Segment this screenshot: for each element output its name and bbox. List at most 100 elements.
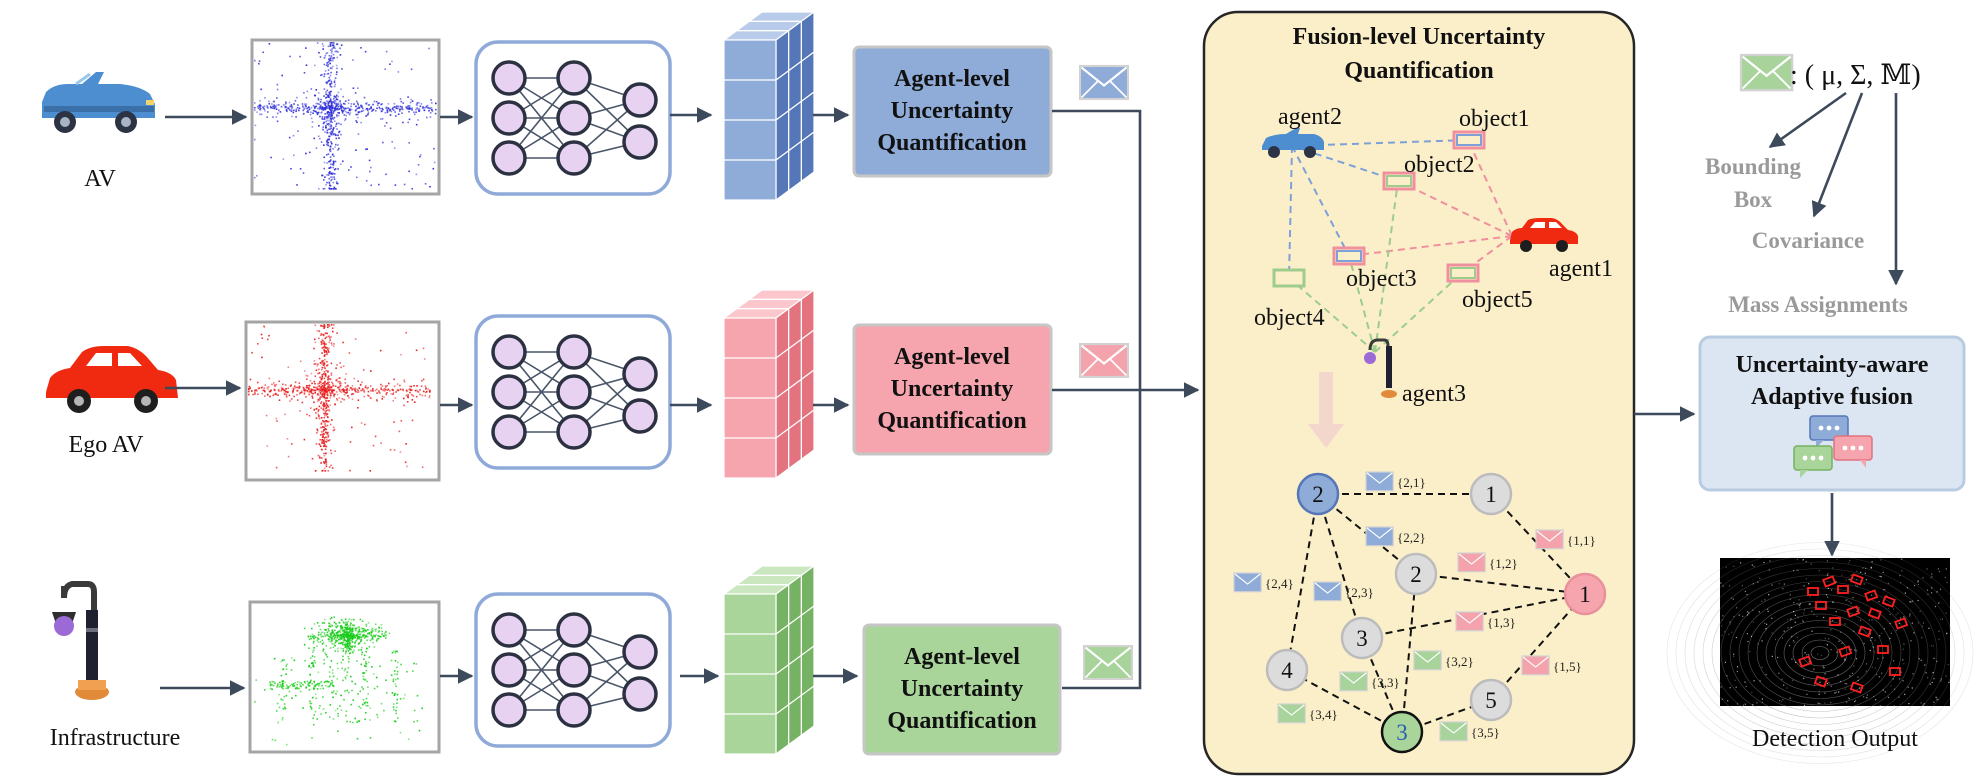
edge-label: {3,2} xyxy=(1413,650,1474,671)
edge-label: {1,1} xyxy=(1535,529,1596,550)
envelope-icon xyxy=(1277,703,1306,724)
edge-label: {1,5} xyxy=(1521,655,1582,676)
adaptive-line: Adaptive fusion xyxy=(1751,384,1913,410)
agent3-lamp-icon xyxy=(1364,338,1397,398)
envelope-icon xyxy=(1078,64,1130,101)
point-cloud-image xyxy=(244,320,441,482)
envelope-icon xyxy=(1455,611,1484,632)
envelope-icon xyxy=(1521,655,1550,676)
object-name: object4 xyxy=(1254,305,1325,331)
feature-map-cube xyxy=(722,564,816,756)
transition-arrow xyxy=(1308,424,1344,448)
graph-node: 1 xyxy=(1563,572,1607,616)
agent-level-uq-box xyxy=(852,323,1053,456)
envelope-icon xyxy=(1535,529,1564,550)
graph-node: 1 xyxy=(1469,472,1513,516)
fusion-title: Fusion-level Uncertainty xyxy=(1293,24,1546,50)
legend-item: Covariance xyxy=(1752,228,1864,253)
convertible-car-icon xyxy=(42,72,155,133)
output-label: Detection Output xyxy=(1752,726,1918,752)
box-line: Agent-level xyxy=(894,66,1010,92)
box-line: Uncertainty xyxy=(891,376,1014,402)
graph-node: 2 xyxy=(1394,552,1438,596)
object-name: object3 xyxy=(1346,266,1417,292)
envelope-icon xyxy=(1313,581,1342,602)
box-line: Quantification xyxy=(887,708,1036,734)
edge-label: {1,2} xyxy=(1457,552,1518,573)
envelope-icon xyxy=(1339,671,1368,692)
edge-label: {3,4} xyxy=(1277,703,1338,724)
agent-label: AV xyxy=(84,166,116,192)
graph-node-label: 3 xyxy=(1356,626,1368,651)
edge-label: {1,3} xyxy=(1455,611,1516,632)
envelope-icon xyxy=(1439,721,1468,742)
envelope-icon xyxy=(1365,471,1394,492)
envelope-icon xyxy=(1082,644,1134,681)
graph-node-label: 2 xyxy=(1312,482,1324,507)
edge-label: {2,1} xyxy=(1365,471,1426,492)
edge-label-text: {1,3} xyxy=(1487,615,1516,630)
edge-label-text: {2,2} xyxy=(1397,530,1426,545)
legend-tuple: : ( μ, Σ, 𝕄) xyxy=(1790,60,1921,91)
agent2-car-icon xyxy=(1262,128,1324,158)
edge-label: {3,3} xyxy=(1339,671,1400,692)
edge-label-text: {2,4} xyxy=(1265,576,1294,591)
edge-label-text: {1,5} xyxy=(1553,659,1582,674)
fusion-title: Quantification xyxy=(1344,58,1493,84)
box-line: Quantification xyxy=(877,408,1026,434)
edge-label-text: {1,2} xyxy=(1489,556,1518,571)
neural-network-icon xyxy=(474,40,672,196)
point-cloud-green xyxy=(254,616,423,746)
point-cloud-image xyxy=(248,600,441,754)
graph-node-label: 5 xyxy=(1485,688,1497,713)
legend-item: Mass Assignments xyxy=(1728,292,1908,317)
point-cloud-image xyxy=(250,38,441,196)
agent-label: Infrastructure xyxy=(50,725,181,751)
graph-node-label: 4 xyxy=(1281,658,1293,683)
legend-item: Box xyxy=(1734,187,1773,212)
edge-label: {2,3} xyxy=(1313,581,1374,602)
envelope-icon xyxy=(1365,526,1394,547)
agent-row-av: AV Agent-level Uncertainty Quantificatio… xyxy=(42,10,1130,202)
envelope-icon xyxy=(1078,342,1130,379)
box-line: Quantification xyxy=(877,130,1026,156)
envelope-icon xyxy=(1739,53,1794,92)
agent-level-uq-box xyxy=(862,623,1062,756)
object-name: object2 xyxy=(1404,152,1475,178)
graph-edge-labels: {2,1} {2,2} {2,3} {2,4} {1,1} {1,2} {1,3} {1,5}… xyxy=(1233,471,1596,742)
graph-node-label: 1 xyxy=(1485,482,1497,507)
box-line: Agent-level xyxy=(894,344,1010,370)
feature-map-cube xyxy=(722,10,816,202)
edge-label-text: {2,1} xyxy=(1397,475,1426,490)
box-line: Uncertainty xyxy=(891,98,1014,124)
edge-label-text: {3,2} xyxy=(1445,654,1474,669)
merge-connectors xyxy=(1052,109,1200,690)
adaptive-fusion-box: Uncertainty-aware Adaptive fusion xyxy=(1698,335,1966,492)
point-cloud-blue xyxy=(254,42,437,190)
graph-node: 4 xyxy=(1265,648,1309,692)
envelope-icon xyxy=(1233,572,1262,593)
edge-label: {3,5} xyxy=(1439,721,1500,742)
feature-map-cube xyxy=(722,288,816,480)
graph-node: 3 xyxy=(1340,616,1384,660)
agent-label: Ego AV xyxy=(69,432,145,458)
graph-node: 5 xyxy=(1469,678,1513,722)
graph-node-label: 3 xyxy=(1396,720,1408,745)
agent-name: agent3 xyxy=(1402,381,1466,407)
agent-name: agent1 xyxy=(1549,256,1613,282)
red-car-icon xyxy=(46,346,178,413)
graph-nodes: 2 1 2 1 3 4 5 3 xyxy=(1265,472,1607,754)
neural-network-icon xyxy=(474,314,672,470)
neural-network-icon xyxy=(474,592,672,748)
graph-node-label: 1 xyxy=(1579,582,1591,607)
graph-node: 2 xyxy=(1296,472,1340,516)
envelope-icon xyxy=(1413,650,1442,671)
object-boxes xyxy=(1272,130,1486,288)
chat-bubbles-icon xyxy=(1793,415,1873,478)
graph-node: 3 xyxy=(1380,710,1424,754)
agent-name: agent2 xyxy=(1278,104,1342,130)
agent1-car-icon xyxy=(1510,218,1578,252)
detection-output-image xyxy=(1666,542,1974,764)
envelope-icon xyxy=(1457,552,1486,573)
